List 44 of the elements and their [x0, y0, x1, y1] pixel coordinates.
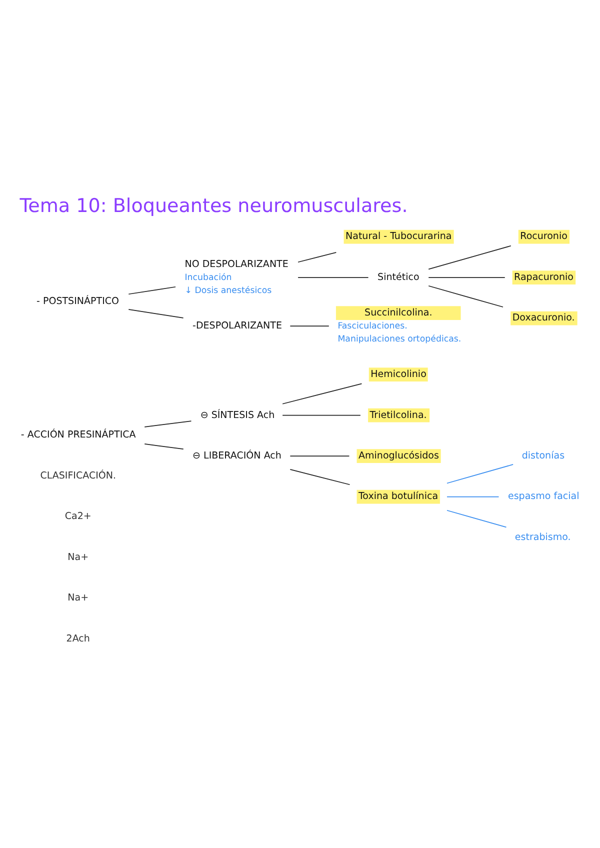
label: CLASIFICACIÓN.	[40, 470, 116, 482]
node-box: Doxacuronio.	[510, 311, 578, 326]
node-text: estrabismo.	[514, 532, 571, 543]
label: 2Ach	[66, 633, 90, 644]
connector	[282, 383, 362, 404]
connector	[144, 420, 192, 428]
node-text: ⊖ LIBERACIÓN Ach	[192, 450, 282, 462]
node-text: ⊖ SÍNTESIS Ach	[200, 410, 275, 421]
connector	[298, 252, 337, 263]
connector	[290, 469, 350, 486]
node-label: Incubación	[184, 273, 232, 284]
node-box: Hemicolinio	[368, 368, 428, 382]
connector	[428, 245, 512, 270]
connector	[428, 285, 504, 308]
node-box: Aminoglucósidos	[356, 449, 441, 463]
connector	[282, 414, 361, 416]
node-text: NO DESPOLARIZANTE	[184, 258, 288, 270]
connector	[446, 496, 500, 498]
label: Ca2+	[64, 511, 92, 522]
connector	[144, 444, 184, 450]
connector	[446, 510, 507, 528]
connector	[446, 464, 514, 484]
node-box: Rapacuronio	[512, 270, 576, 284]
node-box: Rocuronio	[518, 230, 570, 244]
node-label: ↓ Dosis anestésicos	[184, 286, 272, 296]
connector	[298, 277, 369, 278]
connector	[428, 277, 506, 278]
node-text: espasmo facial	[508, 491, 580, 502]
node-box: Succinilcolina.	[336, 306, 461, 320]
node-box: Trietilcolina.	[368, 408, 430, 422]
node-label: Fasciculaciones.	[338, 322, 408, 332]
node-text: - ACCIÓN PRESINÁPTICA	[20, 430, 136, 441]
label: Na+	[68, 592, 89, 604]
node-text: -DESPOLARIZANTE	[192, 320, 282, 332]
diagram-title: Tema 10: Bloqueantes neuromusculares.	[20, 195, 408, 218]
connector	[128, 309, 184, 318]
connector	[128, 286, 176, 295]
node-label: Manipulaciones ortopédicas.	[338, 334, 462, 345]
node-box: Natural - Tubocurarina	[344, 230, 454, 244]
node-box: Toxina botulínica	[356, 490, 440, 504]
node-text: distonías	[522, 450, 565, 462]
node-text: Sintético	[378, 272, 420, 283]
node-text: - POSTSINÁPTICO	[36, 296, 120, 308]
label: Na+	[68, 552, 89, 563]
